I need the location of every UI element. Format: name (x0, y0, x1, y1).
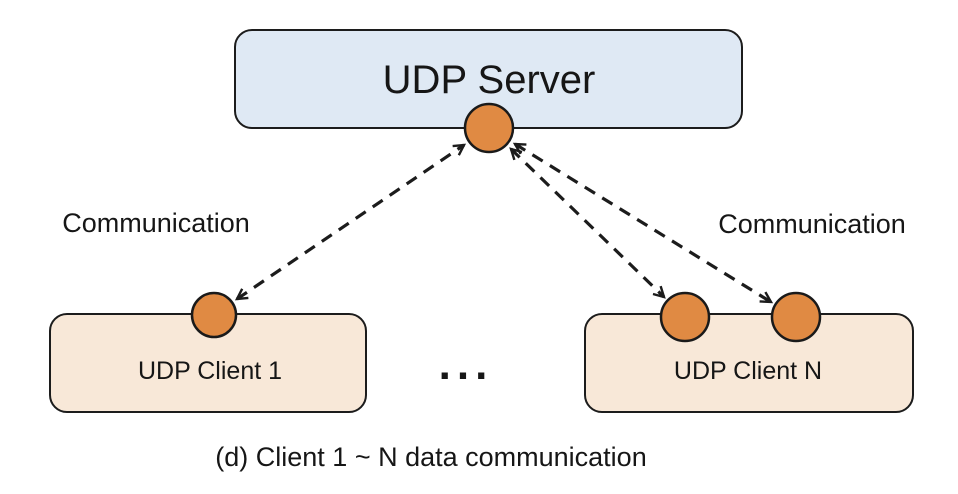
more-clients-ellipsis: ... (439, 340, 494, 389)
link-server-clientn-right (512, 142, 774, 304)
link-client1-server (234, 143, 467, 301)
client-n-node-box (584, 313, 914, 413)
server-node-label: UDP Server (383, 58, 596, 102)
communication-label-right: Communication (718, 209, 906, 239)
figure-caption: (d) Client 1 ~ N data communication (215, 442, 646, 472)
server-port-dot (463, 102, 515, 154)
client-n-port-dot-right (770, 291, 822, 343)
client-1-port-dot (190, 291, 238, 339)
communication-label-left: Communication (62, 208, 250, 238)
client-n-node-label: UDP Client N (674, 357, 822, 385)
client-n-port-dot-left (659, 291, 711, 343)
client-1-node-label: UDP Client 1 (138, 357, 282, 385)
